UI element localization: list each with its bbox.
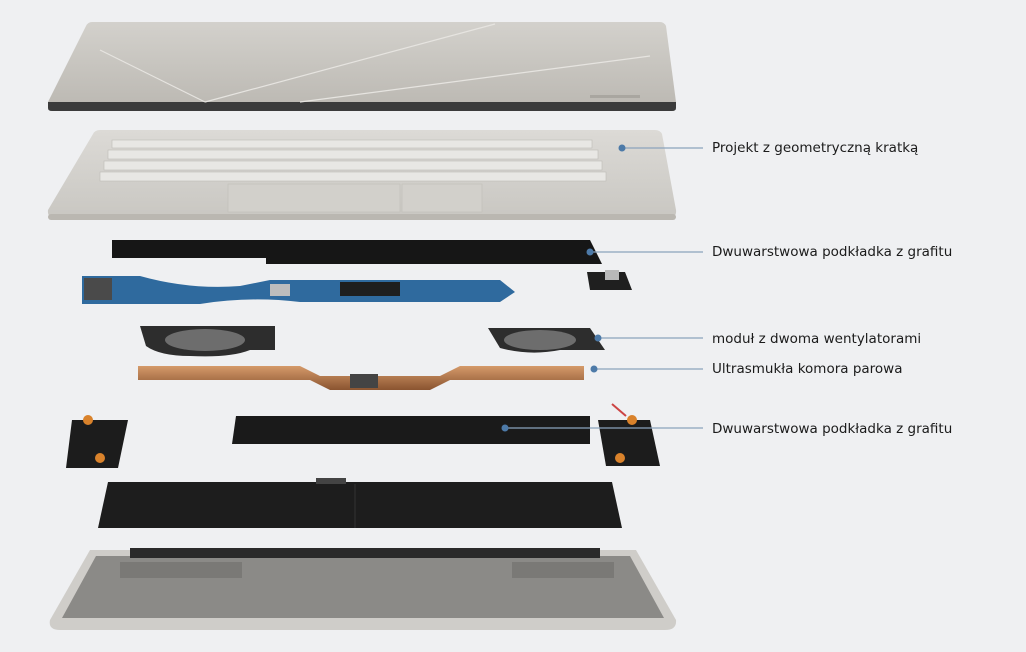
bottom-chassis [49, 548, 677, 630]
dual-fan-module [140, 326, 605, 357]
callout-label-dual-fan: moduł z dwoma wentylatorami [712, 331, 922, 347]
motherboard [82, 270, 632, 304]
graphite-pad-bottom [232, 416, 590, 444]
callout-leaders [505, 147, 703, 429]
callout-label-geometric-grid: Projekt z geometryczną kratką [712, 140, 919, 156]
callout-label-graphite-pad-top: Dwuwarstwowa podkładka z grafitu [712, 244, 953, 260]
laptop-lid [48, 22, 676, 111]
io-board [587, 272, 632, 290]
touchpad [227, 183, 401, 213]
callout-dot [618, 144, 626, 152]
keyboard-keys [99, 139, 607, 182]
callout-label-graphite-pad-bottom: Dwuwarstwowa podkładka z grafitu [712, 421, 953, 437]
speaker-right [598, 403, 660, 466]
callout-dot [586, 248, 594, 256]
battery [98, 478, 622, 528]
keyboard-deck [47, 130, 677, 220]
callout-label-vapor-chamber: Ultrasmukła komora parowa [712, 361, 903, 377]
callout-dot [501, 424, 509, 432]
vapor-chamber [138, 366, 584, 390]
callout-dot [594, 334, 602, 342]
speaker-left [66, 415, 128, 468]
graphite-pad-top [112, 240, 602, 264]
callout-dot [590, 365, 598, 373]
